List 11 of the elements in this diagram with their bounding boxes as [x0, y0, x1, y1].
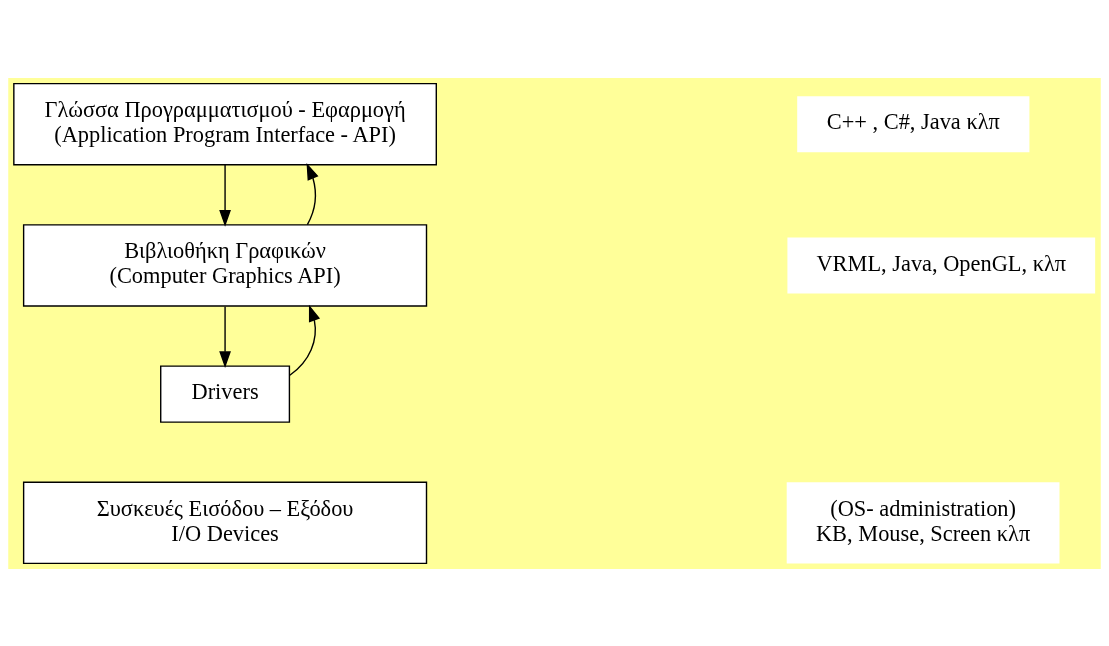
node-box: (OS- administration) KB, Mouse, Screen κλπ — [786, 481, 1060, 563]
arrow — [219, 163, 231, 227]
node-box: VRML, Java, OpenGL, κλπ — [787, 236, 1096, 293]
node-box: Γλώσσα Προγραμματισμού - Εφαρμογή (Application Program Interface - API) — [13, 82, 437, 165]
arrow — [219, 305, 231, 368]
node-box: Drivers — [160, 364, 291, 423]
node-box: Συσκευές Εισόδου – Εξόδου I/O Devices — [22, 481, 428, 564]
node-box: C++ , C#, Java κλπ — [797, 95, 1030, 152]
arrow — [306, 162, 319, 225]
node-box: Βιβλιοθήκη Γραφικών (Computer Graphics API) — [22, 223, 428, 307]
arrow — [289, 304, 321, 376]
